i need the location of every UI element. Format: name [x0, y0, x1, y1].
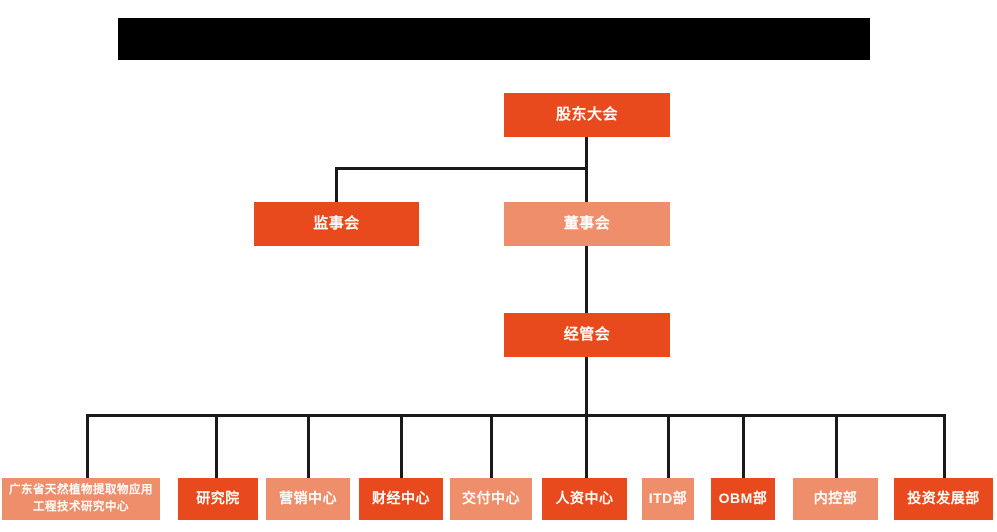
connector-drop-dept-1 [86, 414, 89, 478]
connector-level1-stem [585, 137, 588, 170]
connector-department-bus [86, 414, 946, 417]
connector-management-stem [585, 357, 588, 417]
connector-drop-dept-9 [835, 414, 838, 478]
connector-drop-dept-10 [943, 414, 946, 478]
node-department-itd[interactable]: ITD部 [642, 478, 694, 520]
node-label: 投资发展部 [907, 490, 980, 507]
connector-directors-to-management [585, 246, 588, 313]
connector-drop-dept-7 [667, 414, 670, 478]
node-label: 交付中心 [462, 490, 520, 507]
node-label: 人资中心 [555, 490, 614, 507]
node-label: 财经中心 [372, 490, 430, 507]
node-label: 内控部 [813, 490, 858, 507]
node-department-internal-control[interactable]: 内控部 [793, 478, 878, 520]
node-label: 营销中心 [279, 490, 337, 507]
node-department-delivery-center[interactable]: 交付中心 [450, 478, 532, 520]
redacted-title-bar [118, 18, 870, 60]
node-label: 广东省天然植物提取物应用工程技术研究中心 [9, 484, 153, 513]
node-department-obm[interactable]: OBM部 [711, 478, 775, 520]
node-label: 董事会 [563, 214, 611, 232]
connector-drop-dept-6 [585, 414, 588, 478]
node-shareholders-meeting[interactable]: 股东大会 [504, 93, 670, 137]
connector-drop-dept-4 [400, 414, 403, 478]
node-department-guangdong-research-center[interactable]: 广东省天然植物提取物应用工程技术研究中心 [2, 478, 160, 520]
node-department-investment-development[interactable]: 投资发展部 [894, 478, 993, 520]
node-label: OBM部 [718, 490, 768, 507]
connector-level2-bus [335, 167, 588, 170]
node-board-of-directors[interactable]: 董事会 [504, 202, 670, 246]
node-label: ITD部 [648, 490, 688, 507]
node-label: 股东大会 [555, 105, 618, 123]
connector-drop-directors [585, 167, 588, 203]
connector-drop-supervisors [335, 167, 338, 203]
node-department-marketing-center[interactable]: 营销中心 [266, 478, 350, 520]
connector-drop-dept-3 [307, 414, 310, 478]
node-label: 经管会 [563, 325, 611, 343]
node-department-finance-center[interactable]: 财经中心 [359, 478, 443, 520]
node-board-of-supervisors[interactable]: 监事会 [254, 202, 419, 246]
connector-drop-dept-2 [215, 414, 218, 478]
node-management-committee[interactable]: 经管会 [504, 313, 670, 357]
node-department-research-institute[interactable]: 研究院 [178, 478, 258, 520]
node-department-hr-center[interactable]: 人资中心 [542, 478, 627, 520]
connector-drop-dept-5 [490, 414, 493, 478]
node-label: 研究院 [196, 490, 240, 507]
connector-drop-dept-8 [742, 414, 745, 478]
node-label: 监事会 [313, 214, 360, 232]
